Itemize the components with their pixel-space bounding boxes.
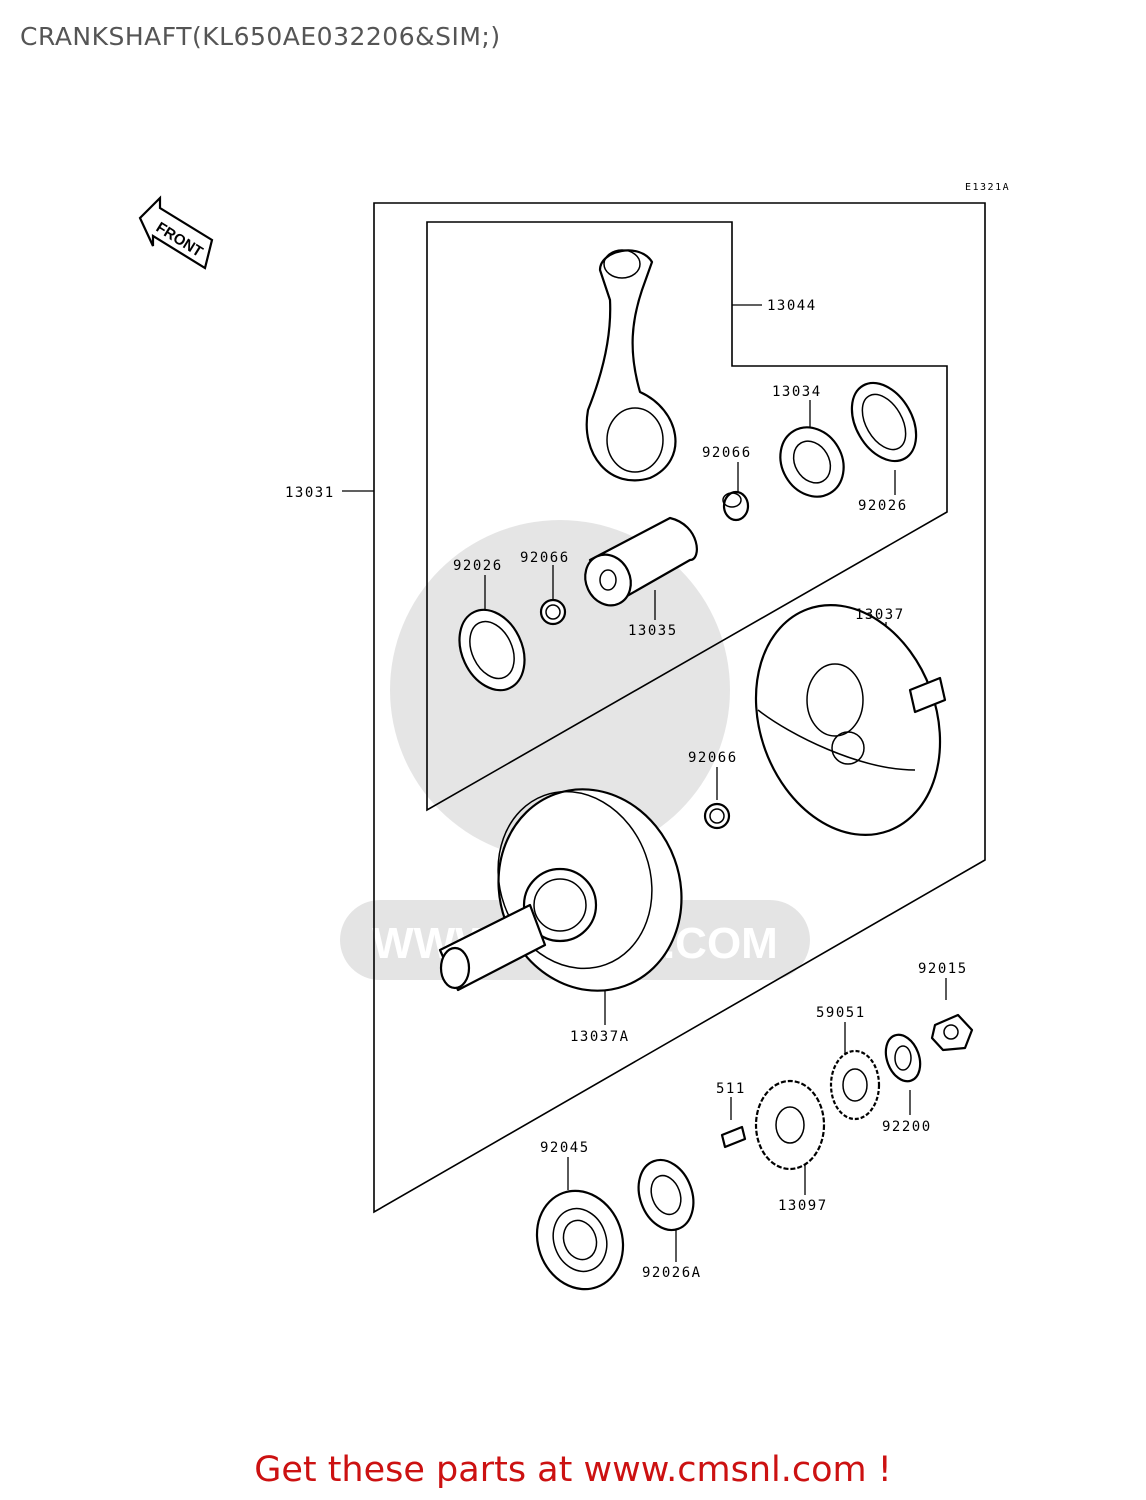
thrust-washer (850, 381, 918, 463)
page-title: CRANKSHAFT(KL650AE032206&SIM;) (20, 22, 501, 51)
dowel-pin (722, 490, 750, 522)
part-label[interactable]: 13097 (778, 1198, 828, 1214)
balancer-drive-gear (829, 1049, 881, 1121)
exploded-parts-diagram: WWW.CMSNL.COM E1321A FRONT (138, 182, 1010, 1291)
footer-link[interactable]: Get these parts at www.cmsnl.com ! (254, 1450, 892, 1490)
thrust-washer (637, 1158, 695, 1232)
part-label[interactable]: 13044 (767, 298, 817, 314)
part-label[interactable]: 92066 (688, 750, 738, 766)
crank-pin (584, 516, 698, 607)
crankshaft-assembly-outline (373, 202, 986, 1214)
connecting-rod-assembly-outline (426, 221, 948, 812)
dowel-pin (703, 802, 731, 830)
part-label[interactable]: 13037A (570, 1029, 630, 1045)
part-label[interactable]: 59051 (816, 1005, 866, 1021)
part-label[interactable]: 13031 (285, 485, 335, 501)
part-label[interactable]: 92045 (540, 1140, 590, 1156)
part-label[interactable]: 13035 (628, 623, 678, 639)
needle-bearing (779, 426, 845, 498)
reference-code: E1321A (965, 182, 1010, 193)
lock-washer (884, 1033, 922, 1083)
connecting-rod (585, 249, 677, 482)
ball-bearing (535, 1189, 625, 1291)
front-arrow-icon: FRONT (138, 195, 214, 270)
part-label[interactable]: 13034 (772, 384, 822, 400)
part-label[interactable]: 92066 (702, 445, 752, 461)
thrust-washer (458, 608, 526, 692)
part-label[interactable]: 92026A (642, 1265, 702, 1281)
part-label[interactable]: 13037 (855, 607, 905, 623)
crankshaft-flywheel-left (438, 788, 683, 992)
part-label[interactable]: 92066 (520, 550, 570, 566)
part-label[interactable]: 92015 (918, 961, 968, 977)
dowel-pin (539, 598, 567, 626)
part-label[interactable]: 92200 (882, 1119, 932, 1135)
hex-nut (930, 1013, 974, 1052)
part-label[interactable]: 511 (716, 1081, 746, 1097)
part-label[interactable]: 92026 (453, 558, 503, 574)
woodruff-key (720, 1125, 747, 1149)
part-label[interactable]: 92026 (858, 498, 908, 514)
crankshaft-flywheel-right (754, 604, 947, 836)
crankshaft-gear (754, 1079, 826, 1171)
